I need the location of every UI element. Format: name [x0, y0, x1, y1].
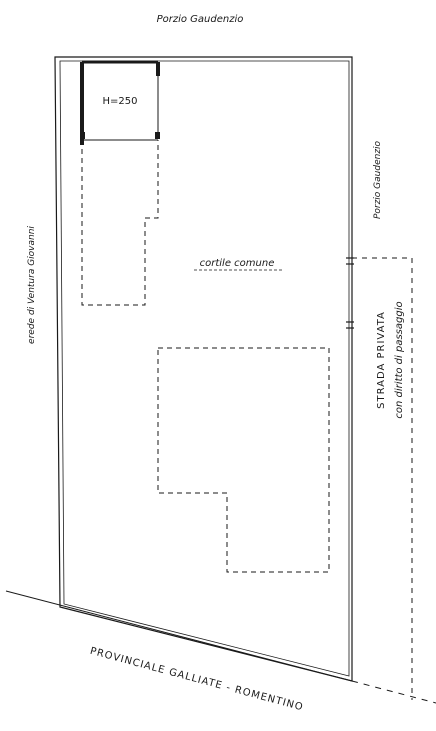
- top-neighbor-label: Porzio Gaudenzio: [157, 14, 244, 25]
- room-h250: [80, 60, 160, 145]
- property-boundary: [54, 56, 353, 682]
- annex-outline: [81, 140, 159, 306]
- private-road-label-line1: STRADA PRIVATA: [376, 311, 387, 409]
- courtyard-label-group: cortile comune: [194, 258, 282, 271]
- room-height-label: H=250: [103, 96, 138, 107]
- gate-marks: [346, 257, 354, 329]
- private-road-label-line2: con diritto di passaggio: [394, 301, 405, 418]
- provincial-road-label: PROVINCIALE GALLIATE - ROMENTINO: [89, 646, 305, 714]
- building-footprint: [157, 347, 330, 573]
- courtyard-label: cortile comune: [200, 258, 275, 269]
- provincial-road-edge: [5, 590, 436, 704]
- left-neighbor-label: erede di Ventura Giovanni: [27, 226, 37, 344]
- right-neighbor-label: Porzio Gaudenzio: [373, 140, 383, 219]
- private-road-edge: [352, 257, 413, 700]
